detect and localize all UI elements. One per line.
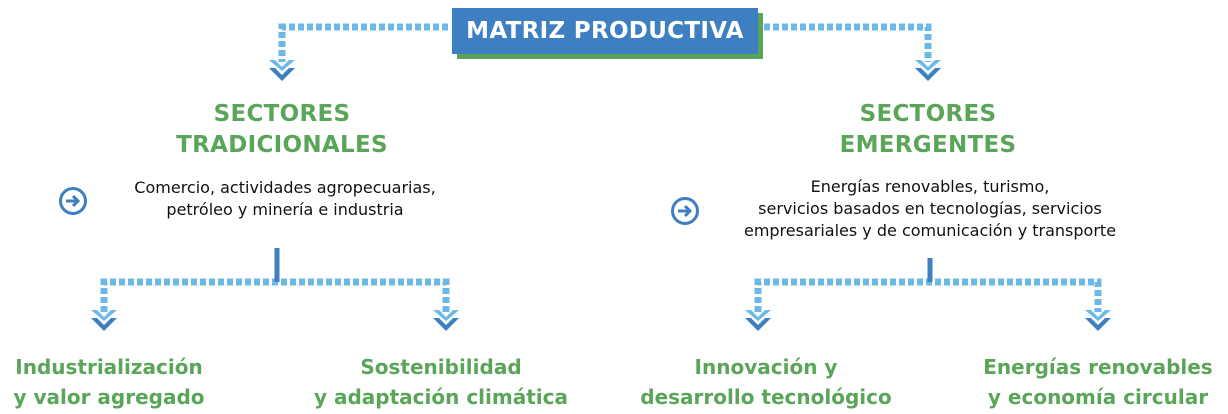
heading-emerging-sectors: SECTORES EMERGENTES: [798, 99, 1058, 161]
chevron-down-icon: [915, 60, 941, 81]
leaf-line: desarrollo tecnológico: [640, 385, 892, 409]
heading-line: SECTORES: [859, 101, 997, 127]
leaf-innovacion: Innovación y desarrollo tecnológico: [634, 352, 898, 412]
leaf-line: y valor agregado: [13, 385, 205, 409]
heading-line: EMERGENTES: [839, 132, 1017, 158]
desc-line: petróleo y minería e industria: [166, 200, 404, 219]
heading-line: SECTORES: [213, 101, 351, 127]
heading-line: TRADICIONALES: [176, 132, 388, 158]
chevron-down-icon: [269, 60, 295, 81]
arrow-circle-icon: [59, 187, 87, 215]
emerging-sectors-description: Energías renovables, turismo, servicios …: [708, 176, 1152, 242]
title-box: MATRIZ PRODUCTIVA: [452, 8, 758, 54]
chevron-down-icon: [433, 310, 459, 331]
leaf-line: Industrialización: [15, 355, 203, 379]
desc-line: Energías renovables, turismo,: [810, 177, 1050, 196]
traditional-sectors-description: Comercio, actividades agropecuarias, pet…: [100, 177, 470, 221]
leaf-industrializacion: Industrialización y valor agregado: [0, 352, 218, 412]
leaf-line: y adaptación climática: [313, 385, 568, 409]
chevron-down-icon: [1085, 310, 1111, 331]
arrow-circle-icon: [671, 197, 699, 225]
heading-traditional-sectors: SECTORES TRADICIONALES: [152, 99, 412, 161]
leaf-line: Energías renovables: [983, 355, 1213, 379]
desc-line: servicios basados en tecnologías, servic…: [758, 199, 1102, 218]
diagram-title: MATRIZ PRODUCTIVA: [466, 18, 744, 44]
leaf-line: Sostenibilidad: [360, 355, 522, 379]
leaf-line: Innovación y: [694, 355, 838, 379]
desc-line: empresariales y de comunicación y transp…: [743, 221, 1117, 240]
chevron-down-icon: [91, 310, 117, 331]
leaf-energias-renovables: Energías renovables y economía circular: [972, 352, 1224, 412]
leaf-line: y economía circular: [987, 385, 1209, 409]
desc-line: Comercio, actividades agropecuarias,: [134, 178, 436, 197]
chevron-down-icon: [745, 310, 771, 331]
leaf-sostenibilidad: Sostenibilidad y adaptación climática: [296, 352, 586, 412]
